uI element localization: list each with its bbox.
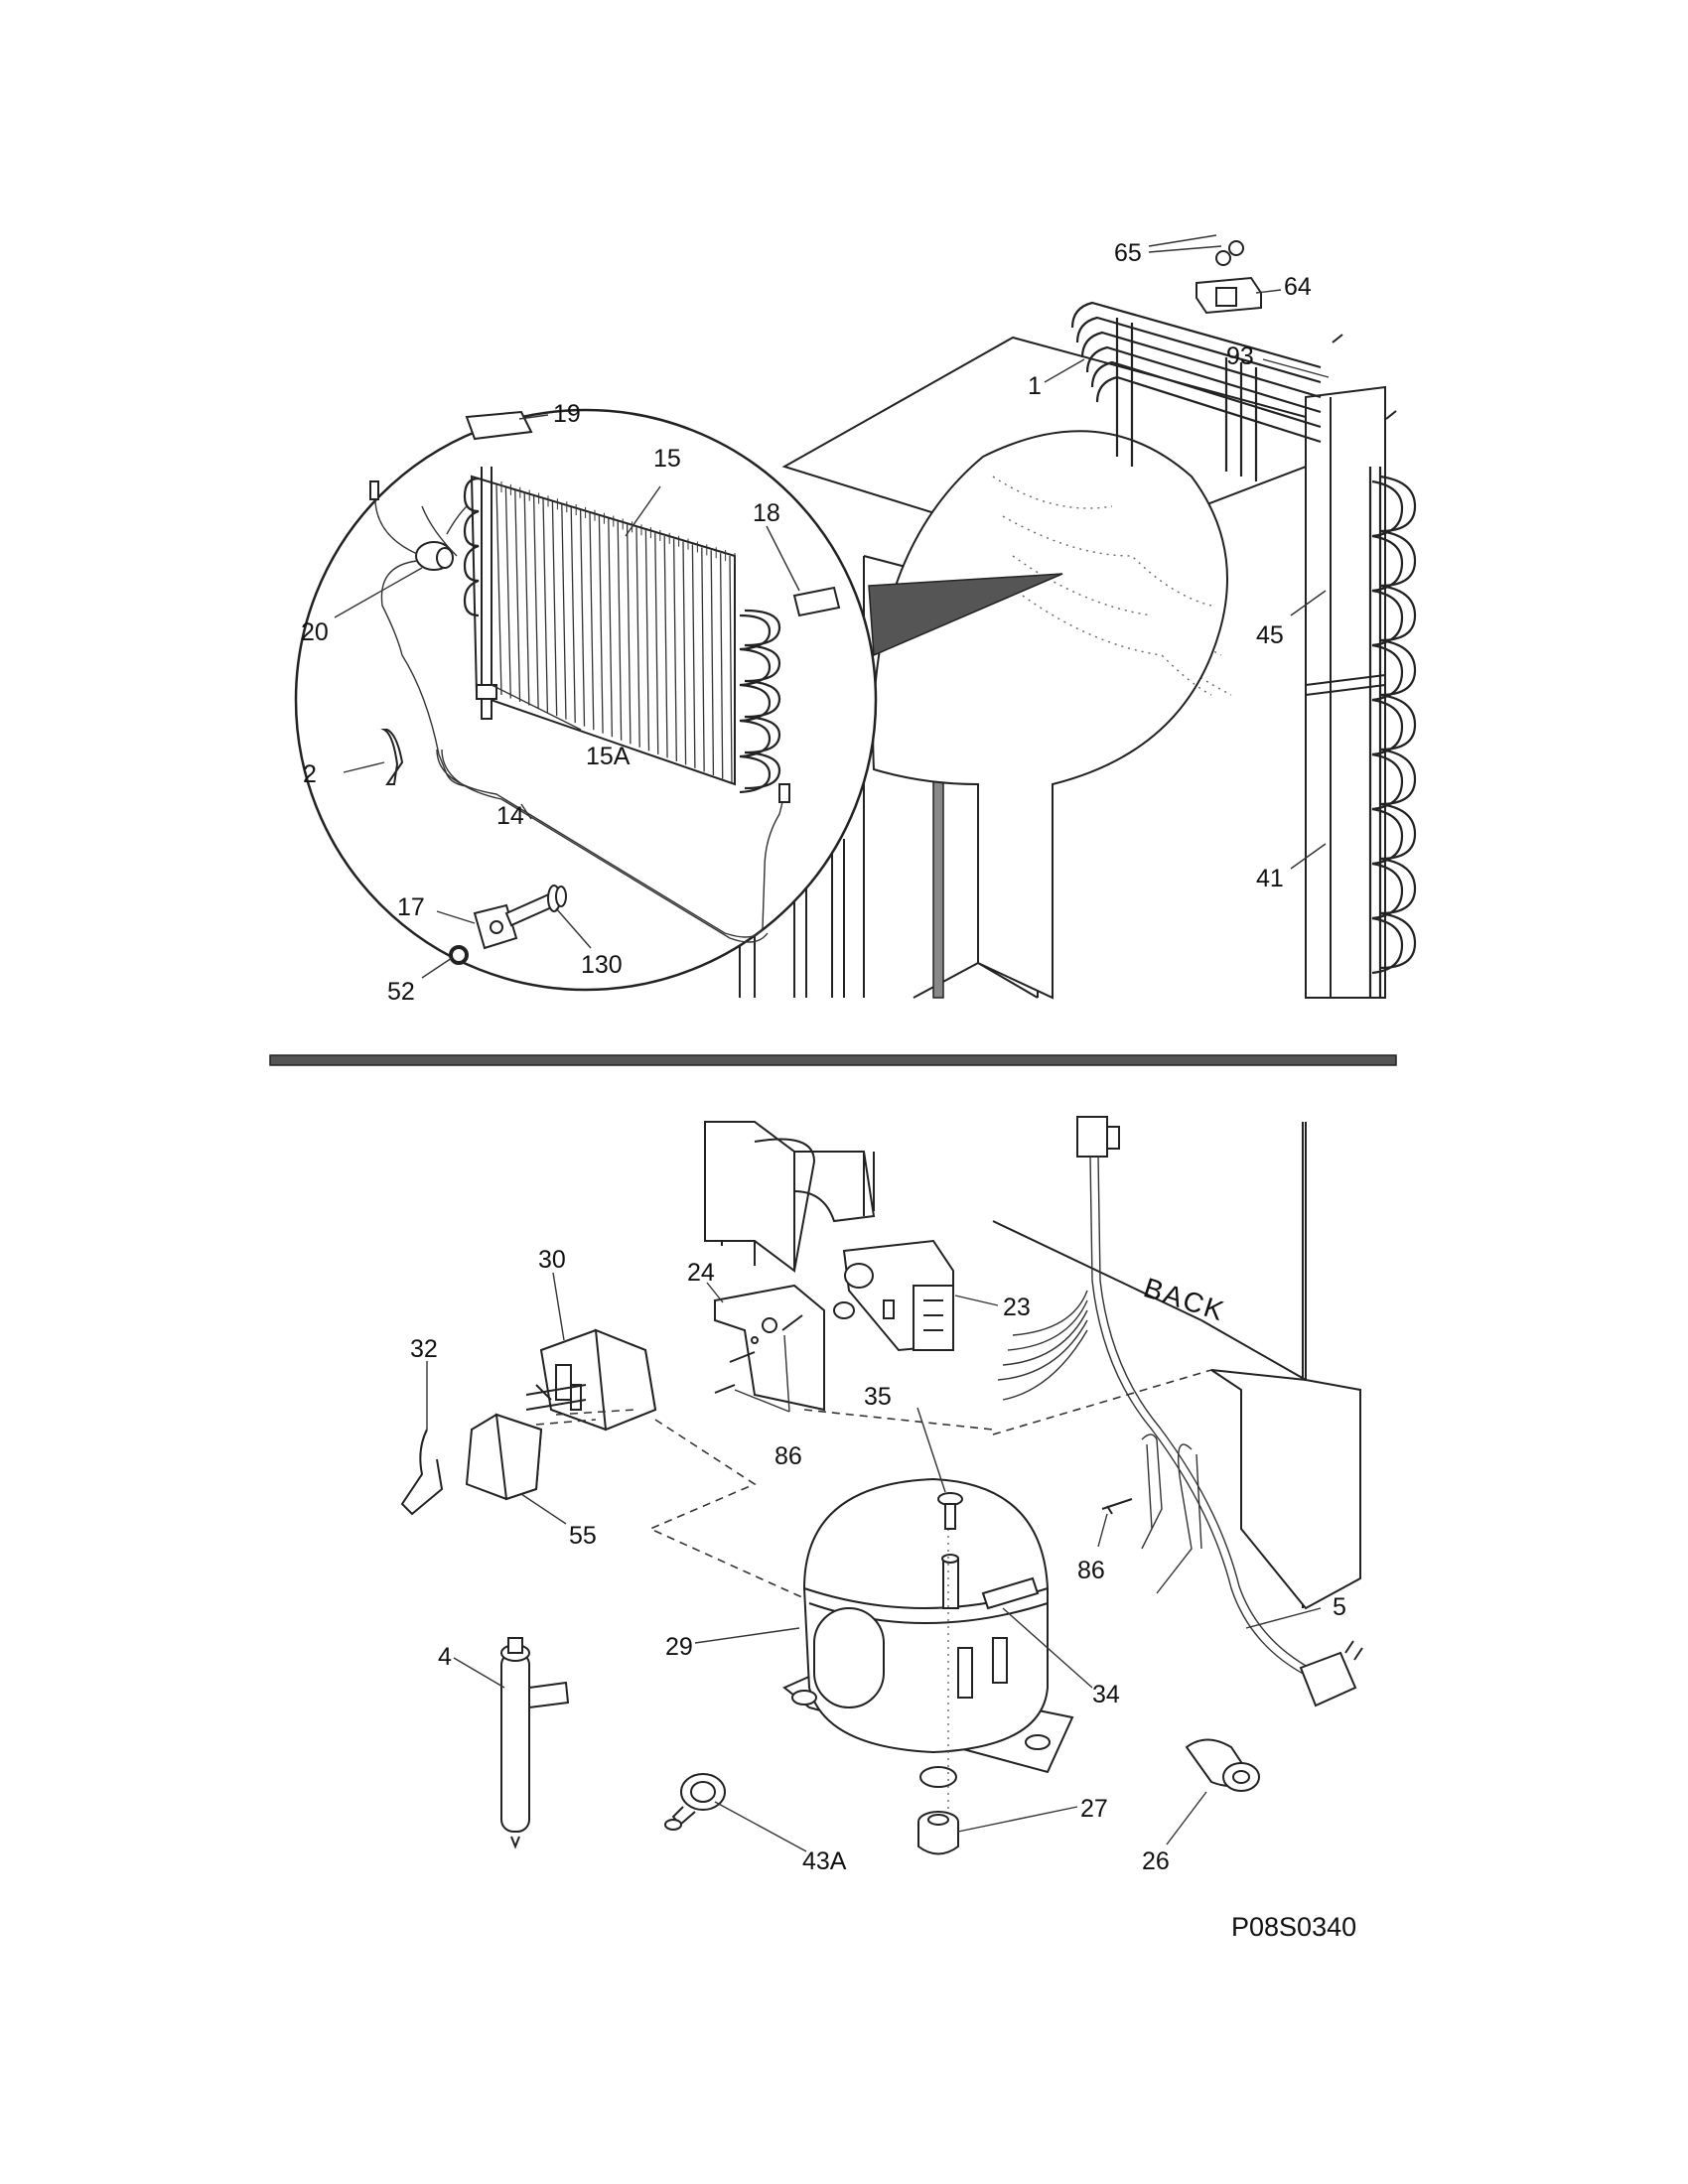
bracket-64 bbox=[1196, 240, 1262, 315]
drawing-code: P08S0340 bbox=[1231, 1912, 1356, 1942]
evaporator-fin bbox=[663, 535, 668, 758]
leader-lines bbox=[334, 234, 1330, 1852]
evaporator-fin bbox=[514, 489, 521, 703]
callout-86-ground: 86 bbox=[1077, 1557, 1105, 1584]
evaporator-fin bbox=[626, 524, 632, 745]
evaporator-fin bbox=[523, 492, 530, 706]
clip-2 bbox=[380, 729, 404, 785]
callout-15: 15 bbox=[653, 445, 681, 473]
callout-24: 24 bbox=[687, 1259, 715, 1287]
condenser-coil-side bbox=[1368, 467, 1417, 998]
callout-15A: 15A bbox=[586, 743, 631, 770]
bracket-24 bbox=[714, 1284, 825, 1412]
callout-29: 29 bbox=[665, 1633, 693, 1661]
callout-34: 34 bbox=[1092, 1681, 1120, 1708]
dryer-4 bbox=[500, 1637, 570, 1849]
harness-14 bbox=[436, 749, 785, 943]
callout-5: 5 bbox=[1333, 1593, 1346, 1621]
timer-23 bbox=[833, 1239, 954, 1352]
callout-130: 130 bbox=[581, 951, 623, 979]
callout-labels: 65 64 93 1 19 15 18 20 15A 2 14 45 41 17… bbox=[301, 239, 1356, 1942]
callout-43A: 43A bbox=[802, 1847, 847, 1875]
evaporator-detail-circle bbox=[294, 408, 878, 992]
evaporator-fin bbox=[598, 515, 604, 734]
callout-65: 65 bbox=[1114, 239, 1142, 267]
enlarged-view-bubble bbox=[872, 430, 1228, 1000]
evaporator-fin bbox=[617, 521, 623, 741]
defrost-heater-15A bbox=[476, 467, 497, 720]
plate-17 bbox=[473, 903, 518, 950]
grommet-27 bbox=[917, 1811, 959, 1855]
power-cord-5 bbox=[1076, 1116, 1363, 1707]
evaporator-fin bbox=[589, 512, 595, 731]
evaporator-fin bbox=[532, 495, 539, 710]
screw-86a bbox=[714, 1314, 803, 1394]
evaporator-fin bbox=[579, 509, 586, 727]
callout-86-bracket: 86 bbox=[774, 1442, 802, 1470]
connector-right bbox=[778, 783, 790, 803]
ground-wire bbox=[1141, 1433, 1202, 1594]
thermostat-20 bbox=[369, 480, 468, 787]
evaporator-fin bbox=[719, 553, 724, 779]
callout-27: 27 bbox=[1080, 1795, 1108, 1823]
back-label: BACK bbox=[1140, 1272, 1229, 1327]
callout-17: 17 bbox=[397, 893, 425, 921]
evaporator-fin bbox=[551, 501, 558, 717]
callout-52: 52 bbox=[387, 978, 415, 1006]
screw-93 bbox=[1332, 334, 1397, 420]
evaporator-fin bbox=[644, 530, 650, 751]
callout-18: 18 bbox=[753, 499, 780, 527]
callout-30: 30 bbox=[538, 1246, 566, 1274]
callout-2: 2 bbox=[303, 760, 317, 788]
evaporator-fin bbox=[495, 483, 502, 696]
magnifier-cone bbox=[868, 573, 1063, 657]
pad-18 bbox=[792, 586, 841, 617]
callout-55: 55 bbox=[569, 1522, 597, 1550]
divider-panel bbox=[1305, 385, 1386, 999]
callout-45: 45 bbox=[1256, 621, 1284, 649]
wire-bundle bbox=[997, 1290, 1088, 1401]
screw-130 bbox=[504, 885, 567, 927]
callout-19: 19 bbox=[553, 400, 581, 428]
evaporator-fin bbox=[654, 532, 659, 754]
evaporator-fin bbox=[608, 518, 614, 738]
callout-35: 35 bbox=[864, 1383, 892, 1411]
condenser-coil-top bbox=[1070, 301, 1322, 481]
evaporator-fin bbox=[561, 504, 567, 720]
evaporator-fin bbox=[691, 544, 696, 768]
evaporator-fin bbox=[635, 527, 640, 748]
callout-93: 93 bbox=[1226, 342, 1254, 370]
relay-30 bbox=[525, 1328, 657, 1432]
ring-52 bbox=[449, 945, 469, 965]
callout-20: 20 bbox=[301, 618, 329, 646]
cabinet-top-view bbox=[739, 240, 1417, 1000]
screw-86b bbox=[1101, 1498, 1133, 1515]
callout-14: 14 bbox=[496, 802, 524, 830]
callout-64: 64 bbox=[1284, 273, 1312, 301]
evaporator-fin bbox=[504, 486, 511, 699]
clip-32 bbox=[400, 1429, 444, 1516]
callout-23: 23 bbox=[1003, 1294, 1031, 1321]
callout-26: 26 bbox=[1142, 1847, 1170, 1875]
compressor-29 bbox=[782, 1477, 1074, 1817]
pad-19 bbox=[465, 410, 533, 441]
evaporator-fin bbox=[729, 555, 733, 783]
callout-32: 32 bbox=[410, 1335, 438, 1363]
compartment-bottom: BACK bbox=[400, 1116, 1363, 1855]
sleeve-26 bbox=[1185, 1738, 1260, 1792]
overload-55 bbox=[465, 1413, 543, 1501]
evaporator-fin bbox=[672, 538, 677, 761]
evaporator-fin bbox=[542, 498, 549, 713]
evaporator-fin bbox=[570, 507, 576, 724]
evaporator-fin bbox=[710, 550, 715, 775]
callout-1: 1 bbox=[1028, 372, 1042, 400]
section-divider bbox=[269, 1054, 1397, 1066]
callout-41: 41 bbox=[1256, 865, 1284, 892]
clamp-43A bbox=[664, 1773, 726, 1831]
evaporator-fin bbox=[682, 541, 687, 765]
evaporator-fin bbox=[701, 547, 705, 772]
callout-4: 4 bbox=[438, 1643, 452, 1671]
